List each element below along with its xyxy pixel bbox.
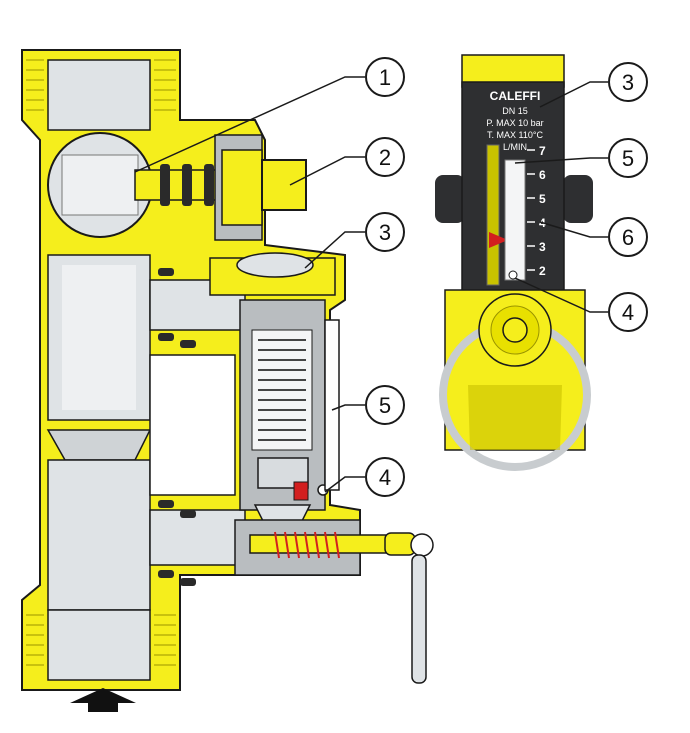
svg-text:1: 1 bbox=[379, 65, 391, 90]
callout-6: 6 bbox=[608, 217, 648, 257]
svg-text:4: 4 bbox=[379, 465, 391, 490]
scale-window bbox=[504, 159, 526, 281]
meter-spring bbox=[258, 339, 306, 441]
scale-7: 7 bbox=[539, 144, 546, 158]
scale-ticks bbox=[527, 149, 535, 271]
callout-4-left: 4 bbox=[365, 457, 405, 497]
brand-label: CALEFFI bbox=[490, 89, 541, 103]
shutoff-pivot bbox=[410, 533, 434, 557]
callout-4-right: 4 bbox=[608, 292, 648, 332]
left-leader-lines bbox=[134, 76, 365, 493]
size-label: DN 15 bbox=[502, 106, 528, 116]
scale-6: 6 bbox=[539, 168, 546, 182]
callout-5-right: 5 bbox=[608, 138, 648, 178]
callout-1: 1 bbox=[365, 57, 405, 97]
pmax-label: P. MAX 10 bar bbox=[486, 118, 543, 128]
shutoff-lever[interactable] bbox=[411, 554, 427, 684]
svg-text:5: 5 bbox=[622, 146, 634, 171]
meter-float-indicator bbox=[293, 481, 309, 501]
venturi bbox=[46, 429, 152, 461]
middle-side-window bbox=[149, 354, 236, 496]
scale-pointer bbox=[489, 232, 508, 248]
scale-5: 5 bbox=[539, 192, 546, 206]
operating-stem bbox=[261, 159, 307, 211]
bottom-thread bbox=[26, 614, 176, 666]
scale-2: 2 bbox=[539, 264, 546, 278]
svg-text:6: 6 bbox=[622, 225, 634, 250]
shutoff-spring bbox=[274, 531, 340, 559]
right-callouts: 3 5 6 4 bbox=[608, 62, 648, 332]
svg-text:4: 4 bbox=[622, 300, 634, 325]
meter-top-dome bbox=[236, 252, 314, 278]
svg-text:3: 3 bbox=[379, 220, 391, 245]
left-knob bbox=[435, 175, 465, 223]
scale-3: 3 bbox=[539, 240, 546, 254]
top-port-bore bbox=[47, 59, 151, 131]
sight-glass bbox=[486, 144, 500, 286]
unit-label: L/MIN bbox=[503, 142, 527, 152]
meter-glass bbox=[324, 319, 340, 491]
tmax-label: T. MAX 110°C bbox=[487, 130, 543, 140]
main-bore-shadow bbox=[62, 265, 136, 410]
callout-5-left: 5 bbox=[365, 385, 405, 425]
gland-nut bbox=[221, 149, 263, 226]
lower-side-channel bbox=[149, 509, 246, 566]
stem-o-rings bbox=[160, 164, 214, 206]
flow-up-arrow-icon bbox=[70, 688, 136, 712]
callout-3-left: 3 bbox=[365, 212, 405, 252]
valve-cap-knob bbox=[502, 317, 528, 343]
right-knob bbox=[563, 175, 593, 223]
lower-bore bbox=[47, 459, 151, 611]
ball-bore bbox=[61, 154, 139, 216]
flowmeter-external-view: CALEFFI DN 15 P. MAX 10 bar T. MAX 110°C… bbox=[435, 54, 593, 471]
top-thread bbox=[26, 59, 176, 111]
bottom-port-bore bbox=[47, 609, 151, 681]
svg-text:2: 2 bbox=[379, 145, 391, 170]
left-callouts: 1 2 3 5 4 bbox=[365, 57, 405, 497]
svg-text:5: 5 bbox=[379, 393, 391, 418]
right-leader-lines bbox=[514, 81, 608, 313]
callout-3-right: 3 bbox=[608, 62, 648, 102]
valve-body-shadow bbox=[468, 385, 562, 450]
callout-2: 2 bbox=[365, 137, 405, 177]
svg-text:3: 3 bbox=[622, 70, 634, 95]
meter-magnet-external bbox=[508, 270, 518, 280]
